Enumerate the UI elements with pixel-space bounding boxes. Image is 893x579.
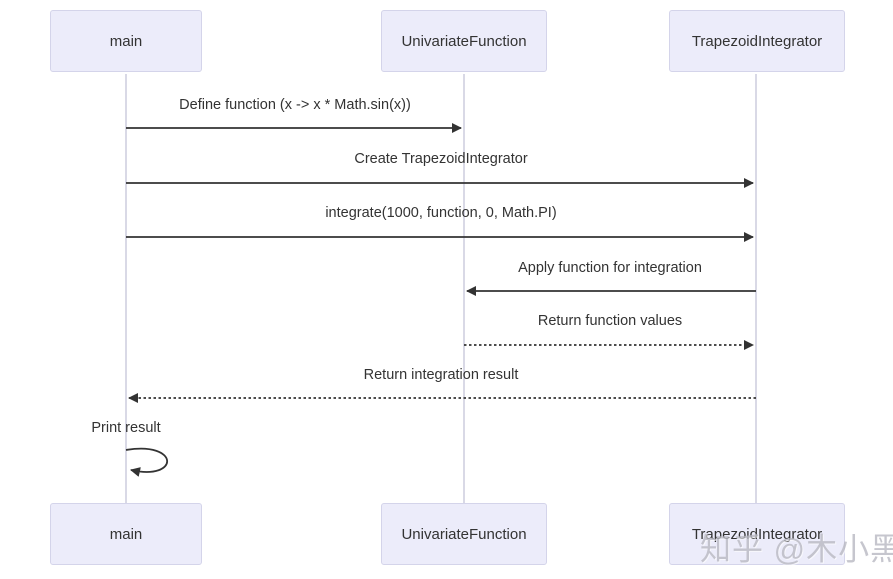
message-label-define-function: Define function (x -> x * Math.sin(x)) (179, 97, 411, 113)
actor-label: main (109, 32, 143, 50)
actor-bottom-trapezoid-integrator: TrapezoidIntegrator (669, 503, 845, 565)
message-label-print-result: Print result (91, 420, 161, 436)
actor-label: TrapezoidIntegrator (691, 525, 823, 543)
actor-label: UnivariateFunction (401, 525, 527, 543)
actor-label: TrapezoidIntegrator (691, 32, 823, 50)
actor-top-trapezoid-integrator: TrapezoidIntegrator (669, 10, 845, 72)
actor-label: main (109, 525, 143, 543)
actor-top-univariate-function: UnivariateFunction (381, 10, 547, 72)
actor-label: UnivariateFunction (401, 32, 527, 50)
message-label-create-trapezoid-integrator: Create TrapezoidIntegrator (354, 151, 528, 167)
actor-bottom-univariate-function: UnivariateFunction (381, 503, 547, 565)
message-label-return-integration-result: Return integration result (363, 367, 519, 383)
message-label-return-function-values: Return function values (537, 313, 683, 329)
actor-top-main: main (50, 10, 202, 72)
arrow-print-result-self-loop (125, 447, 168, 477)
actor-bottom-main: main (50, 503, 202, 565)
message-label-integrate-call: integrate(1000, function, 0, Math.PI) (325, 205, 557, 221)
message-label-apply-function: Apply function for integration (518, 260, 702, 276)
